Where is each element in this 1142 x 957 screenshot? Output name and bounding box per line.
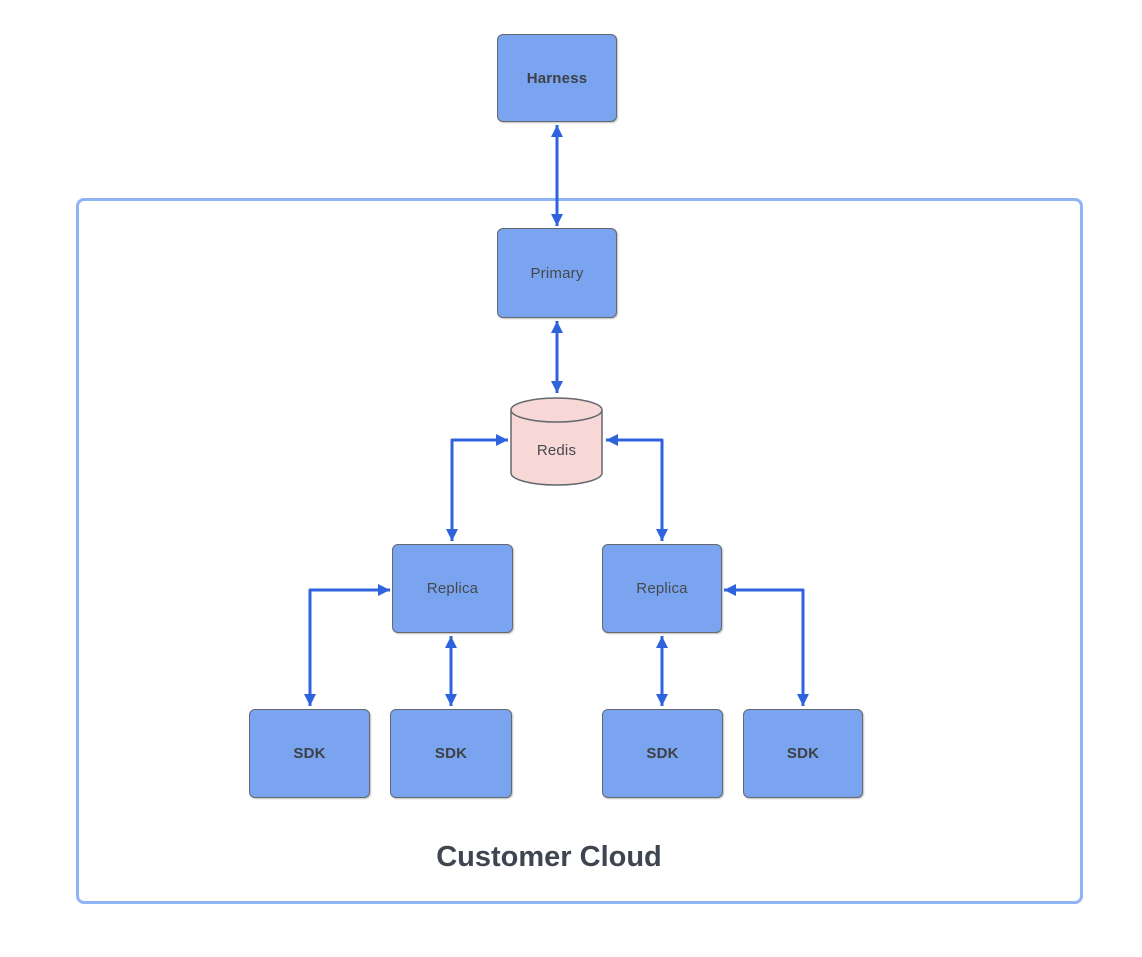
node-harness-label: Harness — [526, 69, 588, 87]
node-sdk-2-label: SDK — [434, 745, 468, 762]
node-harness: Harness — [497, 34, 617, 122]
node-replica-left-label: Replica — [426, 580, 479, 597]
node-redis: Redis — [510, 396, 603, 487]
node-replica-left: Replica — [392, 544, 513, 633]
node-primary: Primary — [497, 228, 617, 318]
customer-cloud-boundary — [76, 198, 1083, 904]
customer-cloud-title: Customer Cloud — [436, 841, 662, 873]
node-sdk-2: SDK — [390, 709, 512, 798]
node-sdk-3: SDK — [602, 709, 723, 798]
node-sdk-1-label: SDK — [293, 745, 326, 762]
node-replica-right: Replica — [602, 544, 722, 633]
node-sdk-1: SDK — [249, 709, 370, 798]
node-redis-label: Redis — [536, 442, 577, 459]
node-sdk-4-label: SDK — [786, 745, 820, 762]
node-sdk-4: SDK — [743, 709, 863, 798]
database-cylinder-icon — [510, 397, 603, 486]
node-replica-right-label: Replica — [636, 580, 688, 597]
node-sdk-3-label: SDK — [646, 745, 679, 762]
node-primary-label: Primary — [530, 264, 584, 282]
